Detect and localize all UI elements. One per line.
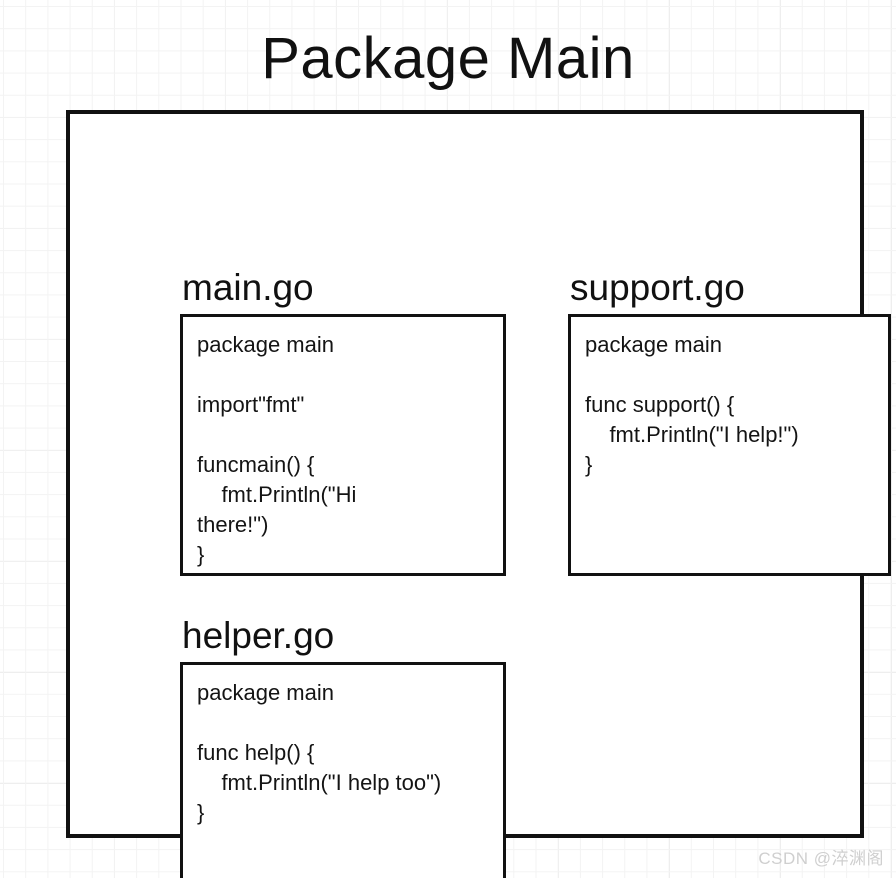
file-label-main-go: main.go	[182, 267, 314, 308]
file-group-support-go: support.go package main func support() {…	[568, 266, 891, 576]
code-box-main-go: package main import"fmt" funcmain() { fm…	[180, 314, 506, 576]
code-line: package main	[197, 332, 334, 357]
code-line: funcmain() {	[197, 452, 315, 477]
code-line-blank	[197, 360, 489, 390]
file-label-helper-go: helper.go	[182, 615, 335, 656]
watermark: CSDN @淬渊阁	[758, 849, 884, 868]
code-line-blank	[197, 708, 489, 738]
file-label-support-go: support.go	[570, 267, 745, 308]
package-main-container: main.go package main import"fmt" funcmai…	[66, 110, 891, 878]
code-line: }	[197, 800, 205, 825]
code-line: import"fmt"	[197, 392, 305, 417]
page-title: Package Main	[261, 26, 635, 91]
code-line: func support() {	[585, 392, 735, 417]
code-line: fmt.Println("Hi	[197, 482, 357, 507]
code-line: func help() {	[197, 740, 315, 765]
code-line: }	[197, 542, 205, 567]
file-group-main-go: main.go package main import"fmt" funcmai…	[180, 266, 506, 576]
code-line-blank	[585, 360, 874, 390]
code-box-support-go: package main func support() { fmt.Printl…	[568, 314, 891, 576]
code-line-blank	[197, 420, 489, 450]
code-line: }	[585, 452, 593, 477]
code-box-helper-go: package main func help() { fmt.Println("…	[180, 662, 506, 878]
code-line: there!")	[197, 512, 269, 537]
code-line: fmt.Println("I help too")	[197, 770, 442, 795]
code-line: package main	[585, 332, 722, 357]
code-line: package main	[197, 680, 334, 705]
file-group-helper-go: helper.go package main func help() { fmt…	[180, 614, 506, 878]
code-line: fmt.Println("I help!")	[585, 422, 799, 447]
